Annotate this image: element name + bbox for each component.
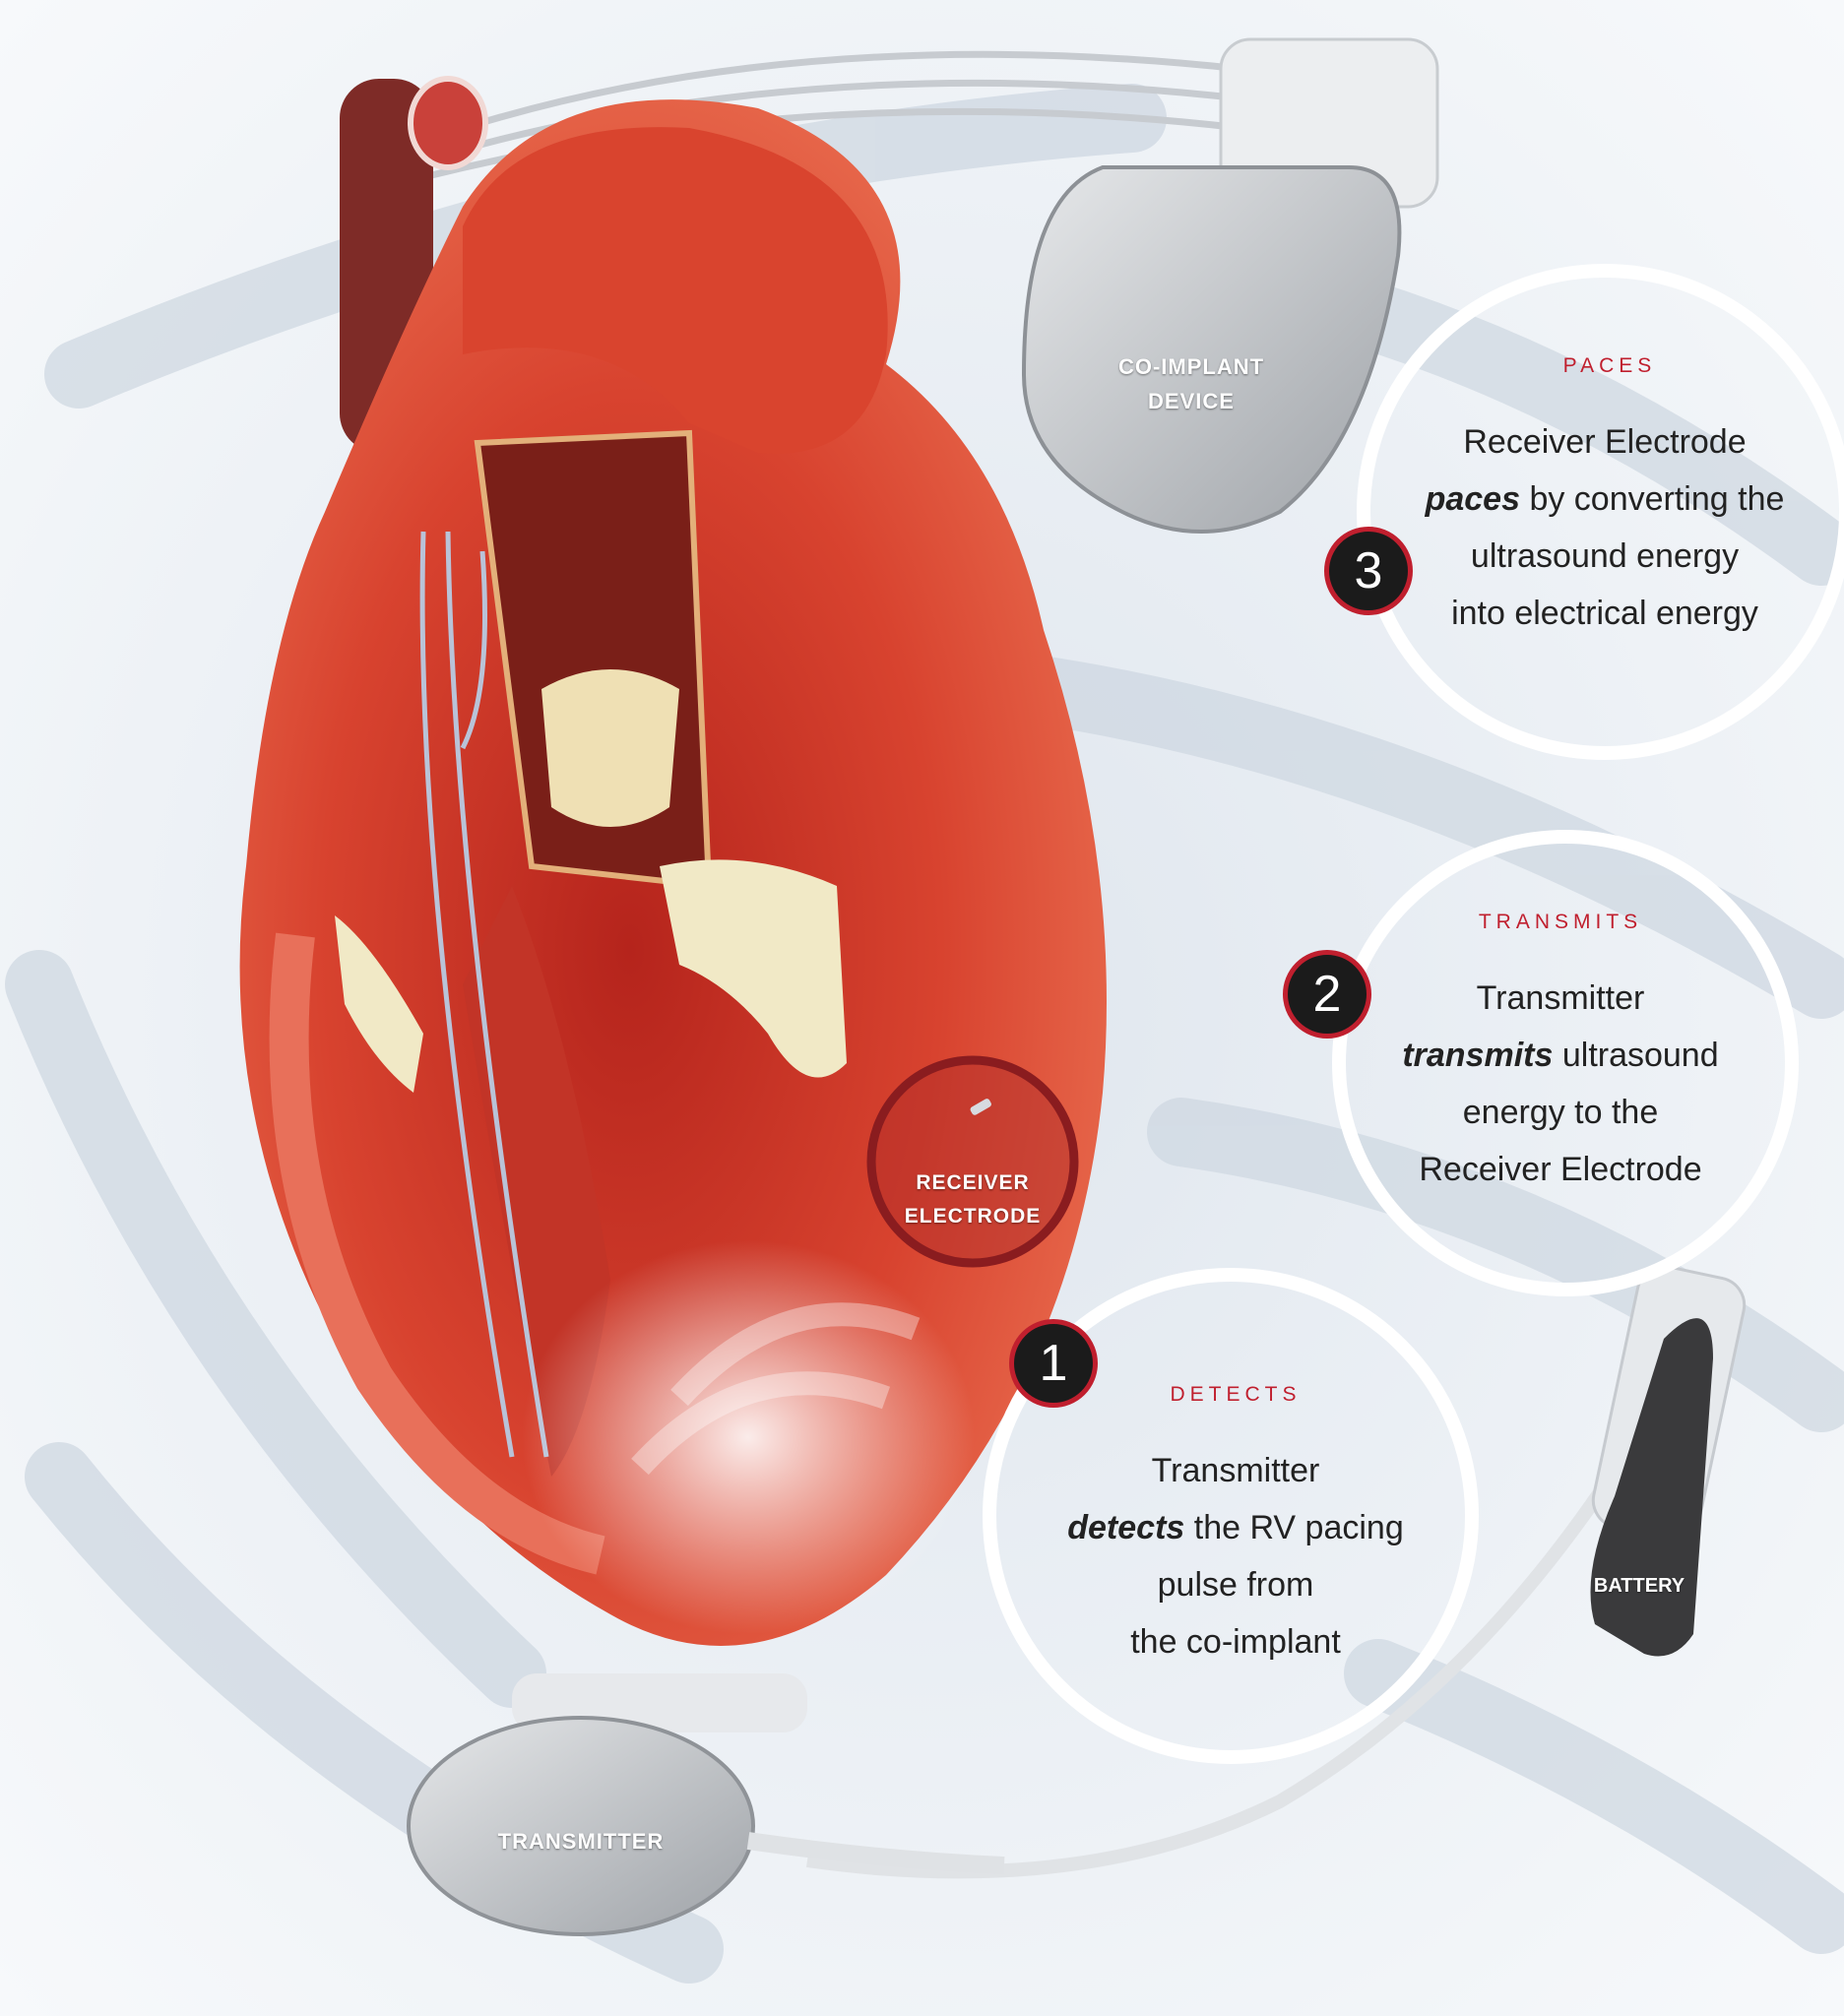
step-2-text: Transmitter transmits ultrasound energy …: [1378, 970, 1743, 1198]
step-2-line-2: transmits ultrasound: [1378, 1027, 1743, 1084]
step-3-line-4: into electrical energy: [1408, 585, 1802, 642]
step-1-line-2: detects the RV pacing: [1058, 1499, 1413, 1556]
receiver-label-line2: ELECTRODE: [884, 1200, 1061, 1233]
step-3-line-1: Receiver Electrode: [1408, 413, 1802, 471]
step-1-line-3: pulse from: [1058, 1556, 1413, 1613]
step-2-line-3: energy to the: [1378, 1084, 1743, 1141]
step-1-title: DETECTS: [1132, 1383, 1339, 1407]
co-implant-label-line1: CO-IMPLANT: [1088, 349, 1295, 384]
transmitter-label: TRANSMITTER: [473, 1824, 689, 1858]
ultrasound-glow: [522, 1240, 975, 1634]
step-1-line-1: Transmitter: [1058, 1442, 1413, 1499]
step-3-text: Receiver Electrode paces by converting t…: [1408, 413, 1802, 642]
step-2-badge: 2: [1283, 950, 1371, 1039]
receiver-label-line1: RECEIVER: [884, 1166, 1061, 1200]
step-3-badge: 3: [1324, 527, 1413, 615]
step-3-line-3: ultrasound energy: [1408, 528, 1802, 585]
receiver-electrode-label: RECEIVER ELECTRODE: [884, 1166, 1061, 1232]
step-1-text: Transmitter detects the RV pacing pulse …: [1058, 1442, 1413, 1670]
step-2-line-1: Transmitter: [1378, 970, 1743, 1027]
step-1-line-4: the co-implant: [1058, 1613, 1413, 1670]
step-3-line-2: paces by converting the: [1408, 471, 1802, 528]
step-1-badge: 1: [1009, 1319, 1098, 1408]
step-3-title: PACES: [1506, 354, 1713, 378]
valve-cream: [541, 669, 679, 827]
co-implant-label-line2: DEVICE: [1088, 384, 1295, 418]
step-2-title: TRANSMITS: [1457, 911, 1664, 934]
vessel-opening: [411, 79, 485, 167]
step-2-line-4: Receiver Electrode: [1378, 1141, 1743, 1198]
battery-label: BATTERY: [1580, 1570, 1698, 1602]
co-implant-label: CO-IMPLANT DEVICE: [1088, 349, 1295, 418]
